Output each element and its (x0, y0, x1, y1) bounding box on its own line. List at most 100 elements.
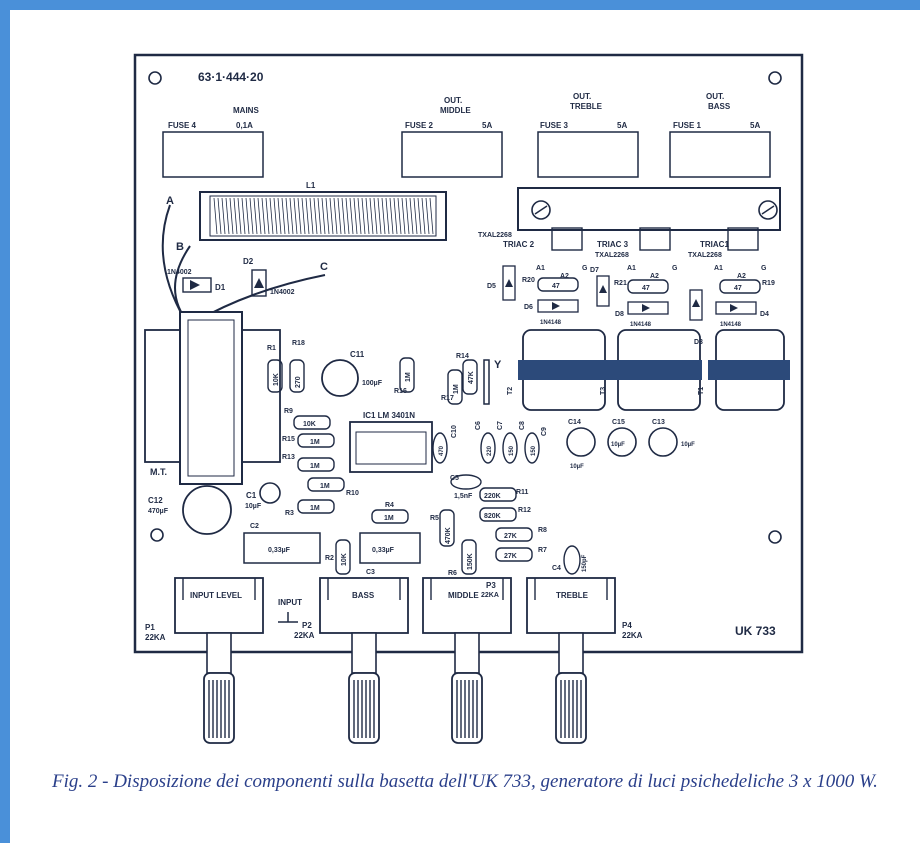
pcb-outline (133, 53, 804, 654)
capacitor-c12: C12 470µF (148, 485, 232, 535)
coil-winding-line (409, 197, 414, 235)
svg-text:R8: R8 (538, 527, 547, 534)
capacitor-c8: 150 C8 (519, 421, 540, 464)
pot-shaft (558, 632, 584, 674)
pot-knob (555, 672, 587, 744)
svg-text:150: 150 (509, 445, 515, 456)
svg-text:R21: R21 (614, 280, 627, 287)
svg-text:C5: C5 (450, 475, 459, 482)
svg-text:TXAL2268: TXAL2268 (688, 252, 722, 259)
svg-text:TRIAC1: TRIAC1 (700, 240, 729, 249)
board-code: 63·1·444·20 (198, 70, 264, 84)
resistor-r4: R4 1M (371, 502, 409, 524)
resistor-r16: R16 1M (394, 357, 415, 395)
coil-winding-line (281, 197, 286, 235)
coil-winding-line (337, 197, 342, 235)
triac-1: TRIAC1 TXAL2268 (688, 227, 759, 259)
coil-winding-line (389, 197, 394, 235)
coil-winding-line (245, 197, 250, 235)
svg-text:A2: A2 (560, 273, 569, 280)
capacitor-c4: C4 150pF (552, 545, 588, 575)
pot-knob (348, 672, 380, 744)
svg-text:C12: C12 (148, 496, 163, 505)
coil-winding-line (369, 197, 374, 235)
ic1: IC1 LM 3401N (349, 411, 433, 473)
svg-text:1M: 1M (405, 372, 412, 382)
svg-text:TREBLE: TREBLE (556, 591, 589, 600)
svg-text:BASS: BASS (708, 102, 731, 111)
coil-winding-line (285, 197, 290, 235)
top-border (0, 0, 920, 10)
coil-winding-line (229, 197, 234, 235)
coil-winding-line (421, 197, 426, 235)
svg-text:MAINS: MAINS (233, 106, 259, 115)
svg-text:47: 47 (642, 285, 650, 292)
diode-d4: D4 1N4148 (715, 301, 769, 328)
svg-text:10µF: 10µF (245, 503, 262, 510)
svg-text:D2: D2 (243, 257, 254, 266)
svg-text:220K: 220K (484, 493, 501, 500)
coil-winding-line (249, 197, 254, 235)
figure-caption: Fig. 2 - Disposizione dei componenti sul… (52, 771, 878, 792)
capacitor-c7: 150 C7 (497, 421, 518, 464)
svg-text:C3: C3 (366, 569, 375, 576)
svg-text:R16: R16 (394, 388, 407, 395)
svg-text:150K: 150K (467, 553, 474, 570)
coil-winding-line (361, 197, 366, 235)
svg-text:27K: 27K (504, 553, 517, 560)
coil-winding-line (381, 197, 386, 235)
resistor-r3: R3 1M (285, 499, 335, 517)
svg-text:A1: A1 (627, 265, 636, 272)
svg-text:OUT.: OUT. (573, 92, 591, 101)
transformer-t2: T2 (507, 329, 610, 411)
diode-d1: 1N4002 D1 (167, 269, 226, 293)
svg-text:G: G (761, 265, 767, 272)
svg-text:P3: P3 (486, 581, 496, 590)
wire-label-c: C (320, 261, 328, 273)
board-model: UK 733 (735, 624, 776, 638)
coil-winding-line (257, 197, 262, 235)
svg-text:P2: P2 (302, 621, 312, 630)
svg-text:MIDDLE: MIDDLE (440, 106, 471, 115)
pot-shaft (351, 632, 377, 674)
coil-winding-line (425, 197, 430, 235)
svg-text:TRIAC 3: TRIAC 3 (597, 240, 629, 249)
coil-winding-line (413, 197, 418, 235)
pot-shaft (454, 632, 480, 674)
svg-text:C15: C15 (612, 419, 625, 426)
pot-shaft (206, 632, 232, 674)
mounting-hole (150, 528, 164, 542)
coil-winding-line (345, 197, 350, 235)
coil-winding-line (213, 197, 218, 235)
svg-text:22KA: 22KA (622, 631, 643, 640)
svg-text:1M: 1M (320, 483, 330, 490)
svg-text:P4: P4 (622, 621, 632, 630)
resistor-r15: R15 1M (282, 433, 335, 448)
svg-text:M.T.: M.T. (150, 467, 167, 477)
svg-text:5A: 5A (750, 121, 760, 130)
svg-text:150pF: 150pF (582, 554, 588, 572)
svg-text:R20: R20 (522, 277, 535, 284)
mounting-hole (148, 71, 162, 85)
svg-text:1M: 1M (453, 384, 460, 394)
resistor-r17: R17 1M (441, 369, 463, 405)
svg-text:47: 47 (552, 283, 560, 290)
svg-text:C1: C1 (246, 491, 257, 500)
svg-text:10K: 10K (303, 421, 316, 428)
svg-text:10µF: 10µF (611, 442, 625, 448)
resistor-r11: 220K R11 (479, 487, 529, 502)
svg-text:OUT.: OUT. (444, 96, 462, 105)
resistor-r21: R21 47 (614, 279, 669, 294)
svg-text:C10: C10 (451, 425, 458, 438)
svg-text:A1: A1 (714, 265, 723, 272)
svg-text:R14: R14 (456, 353, 469, 360)
coil-winding-line (417, 197, 422, 235)
coil-winding-line (393, 197, 398, 235)
svg-text:L1: L1 (306, 181, 316, 190)
coil-winding-line (225, 197, 230, 235)
svg-text:R1: R1 (267, 345, 276, 352)
svg-text:G: G (582, 265, 588, 272)
fuse-2: OUT. MIDDLE FUSE 2 5A (401, 96, 503, 178)
coil-winding-line (265, 197, 270, 235)
svg-text:R15: R15 (282, 436, 295, 443)
